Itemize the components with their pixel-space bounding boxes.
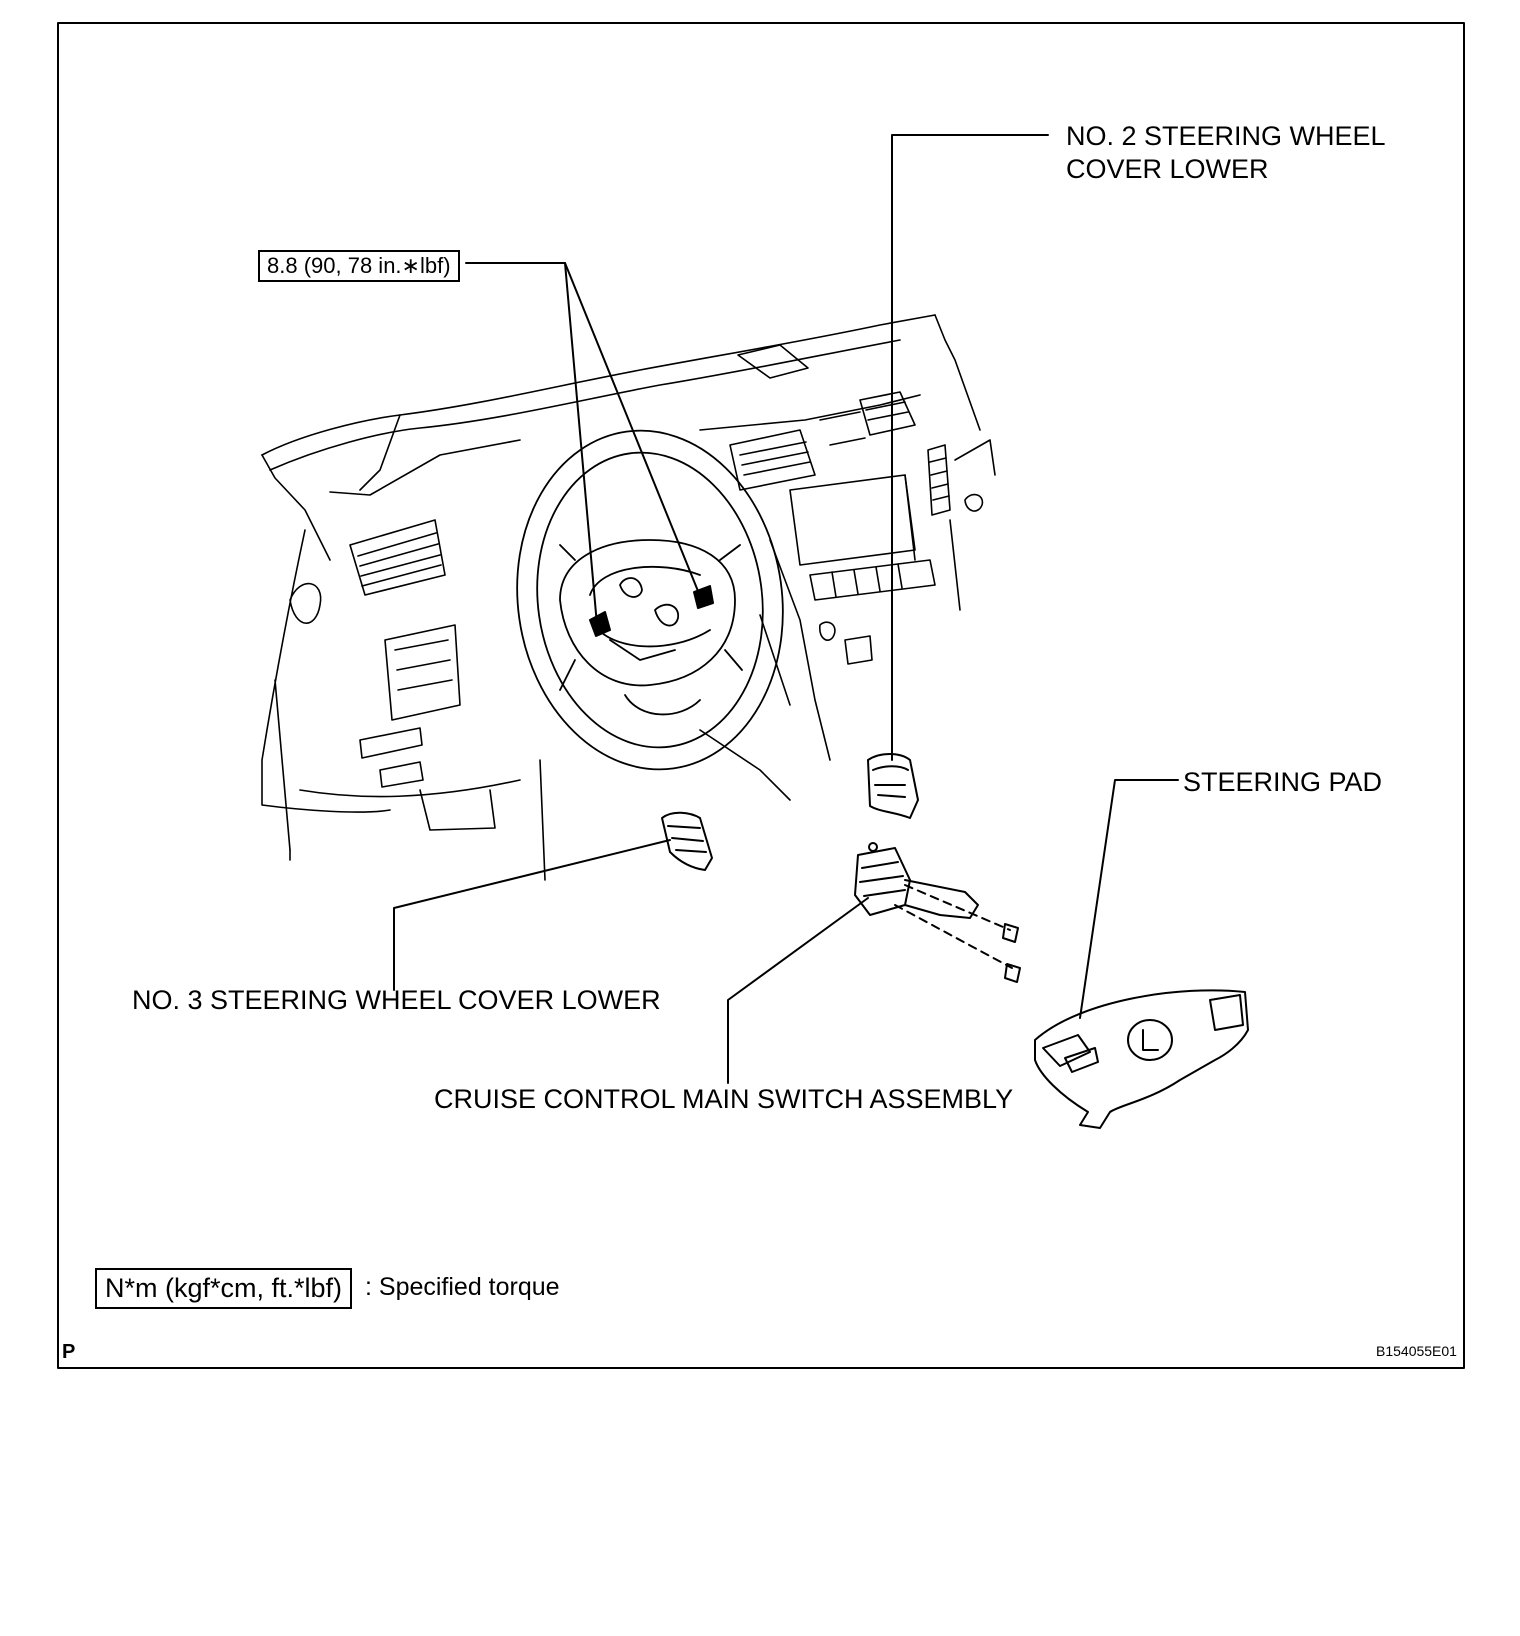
corner-mark-p: P (62, 1341, 76, 1363)
figure-code: B154055E01 (1376, 1343, 1457, 1359)
torque-leaders (465, 262, 701, 626)
figure-frame (57, 22, 1465, 1369)
no2-leader-line (891, 134, 1049, 761)
no2-cover-part (867, 134, 1049, 819)
legend-torque-box: N*m (kgf*cm, ft.*lbf) (95, 1268, 353, 1309)
legend-torque-description: : Specified torque (365, 1273, 560, 1301)
no3-cover-part (393, 811, 713, 991)
no3-leader-line (393, 839, 671, 991)
steering-pad-label: STEERING PAD (1183, 767, 1383, 797)
steering-wheel (516, 429, 784, 771)
dashboard-illustration (261, 314, 996, 881)
torque-bolts (589, 585, 714, 637)
cruise-leader-line (727, 897, 869, 1084)
left-bolt-icon (589, 611, 611, 637)
cruise-switch-part (727, 842, 1021, 1084)
no3-cover-label: NO. 3 STEERING WHEEL COVER LOWER (132, 985, 661, 1015)
steering-pad-part (1034, 779, 1249, 1129)
cruise-switch-label: CRUISE CONTROL MAIN SWITCH ASSEMBLY (434, 1084, 1014, 1114)
steering-pad-leader-line (1079, 779, 1179, 1019)
screw-upper-icon (1002, 923, 1019, 943)
torque-value-label: 8.8 (90, 78 in.∗lbf) (258, 250, 460, 282)
no2-cover-label-line2: COVER LOWER (1066, 154, 1269, 184)
no2-cover-label-line1: NO. 2 STEERING WHEEL (1066, 121, 1386, 151)
screw-lower-icon (1004, 963, 1021, 983)
